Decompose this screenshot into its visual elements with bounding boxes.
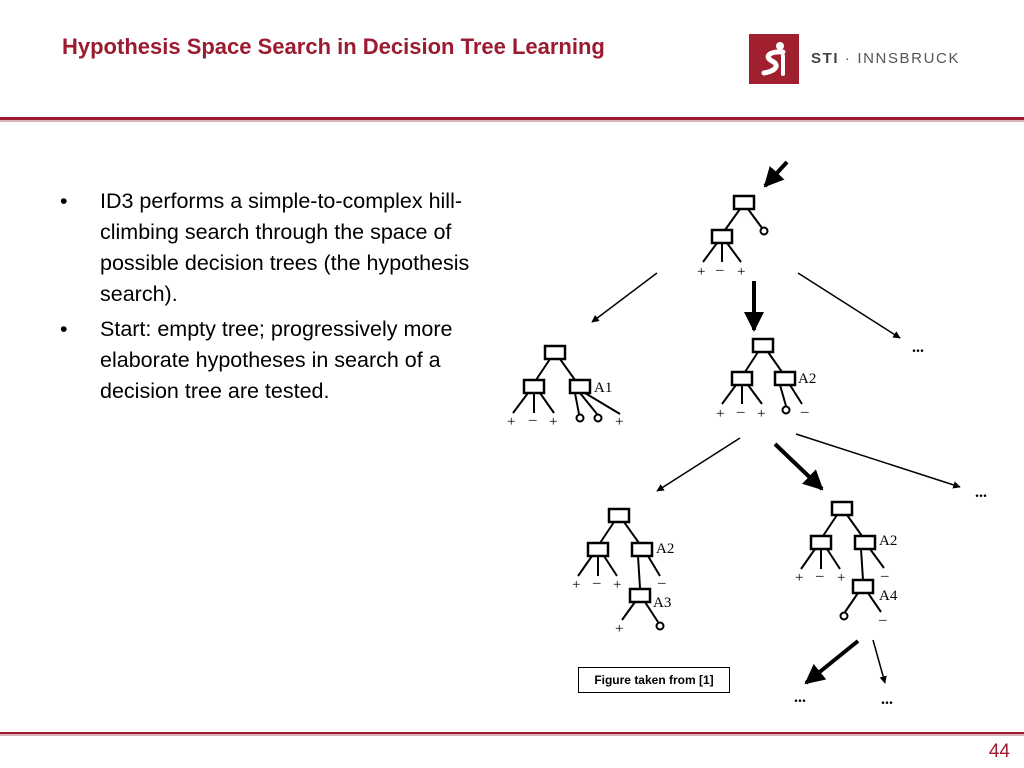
bullet-item: • ID3 performs a simple-to-complex hill-… [60,186,500,310]
arrow-right [872,639,887,684]
leaf-plus: + [615,414,623,430]
ellipsis: ... [975,484,987,501]
ellipsis: ... [794,689,806,706]
leaf-minus: – [878,612,887,628]
header-divider-shadow [0,120,1024,122]
slide-title: Hypothesis Space Search in Decision Tree… [62,34,605,59]
logo-brand: STI [811,50,840,67]
attribute-label: A3 [653,595,671,611]
tree-a2 [721,337,803,415]
leaf-plus: + [837,570,845,586]
tree-a2-a3 [577,507,665,631]
page-number: 44 [988,741,1010,762]
leaf-minus: – [657,575,666,591]
bullet-symbol: • [60,189,68,213]
leaf-minus: – [815,568,824,584]
leaf-plus: + [572,577,580,593]
bullet-list: • ID3 performs a simple-to-complex hill-… [60,186,500,411]
bullet-symbol: • [60,317,68,341]
attribute-label: A2 [798,371,816,387]
attribute-label: A2 [656,541,674,557]
leaf-plus: + [613,577,621,593]
logo-text: STI · INNSBRUCK [811,50,960,67]
leaf-plus: + [615,621,623,637]
leaf-minus: – [800,404,809,420]
attribute-label: A1 [594,380,612,396]
footer-divider [0,732,1024,734]
ellipsis: ... [912,339,924,356]
tree-a1 [512,344,621,423]
figure-caption: Figure taken from [1] [578,667,730,693]
arrow-right [797,272,901,339]
leaf-plus: + [757,406,765,422]
bullet-text: ID3 performs a simple-to-complex hill-cl… [100,189,470,306]
logo-name: INNSBRUCK [857,50,961,67]
bullet-text: Start: empty tree; progressively more el… [100,317,453,403]
header-divider [0,117,1024,120]
attribute-label: A4 [879,588,898,604]
leaf-plus: + [795,570,803,586]
leaf-minus: – [592,575,601,591]
leaf-plus: + [697,264,705,280]
arrow-left [591,272,658,323]
arrow-left [656,437,741,492]
leaf-minus: – [736,404,745,420]
ellipsis: ... [881,691,893,708]
leaf-plus: + [549,414,557,430]
leaf-plus: + [737,264,745,280]
footer-divider-shadow [0,734,1024,736]
arrow-center [773,442,824,491]
logo-mark-icon [749,34,799,84]
bullet-item: • Start: empty tree; progressively more … [60,314,500,407]
logo-separator: · [844,50,852,67]
leaf-minus: – [528,412,537,428]
tree-root [702,160,789,263]
leaf-minus: – [715,262,724,278]
tree-a2-a4 [800,500,885,621]
attribute-label: A2 [879,533,897,549]
arrow-left [804,639,860,685]
sti-innsbruck-logo: STI · INNSBRUCK [749,34,958,84]
leaf-plus: + [716,406,724,422]
leaf-minus: – [880,568,889,584]
hypothesis-space-diagram: + – + ... A1 + – + + A2 + [507,160,987,708]
leaf-plus: + [507,414,515,430]
arrow-right [795,433,961,489]
